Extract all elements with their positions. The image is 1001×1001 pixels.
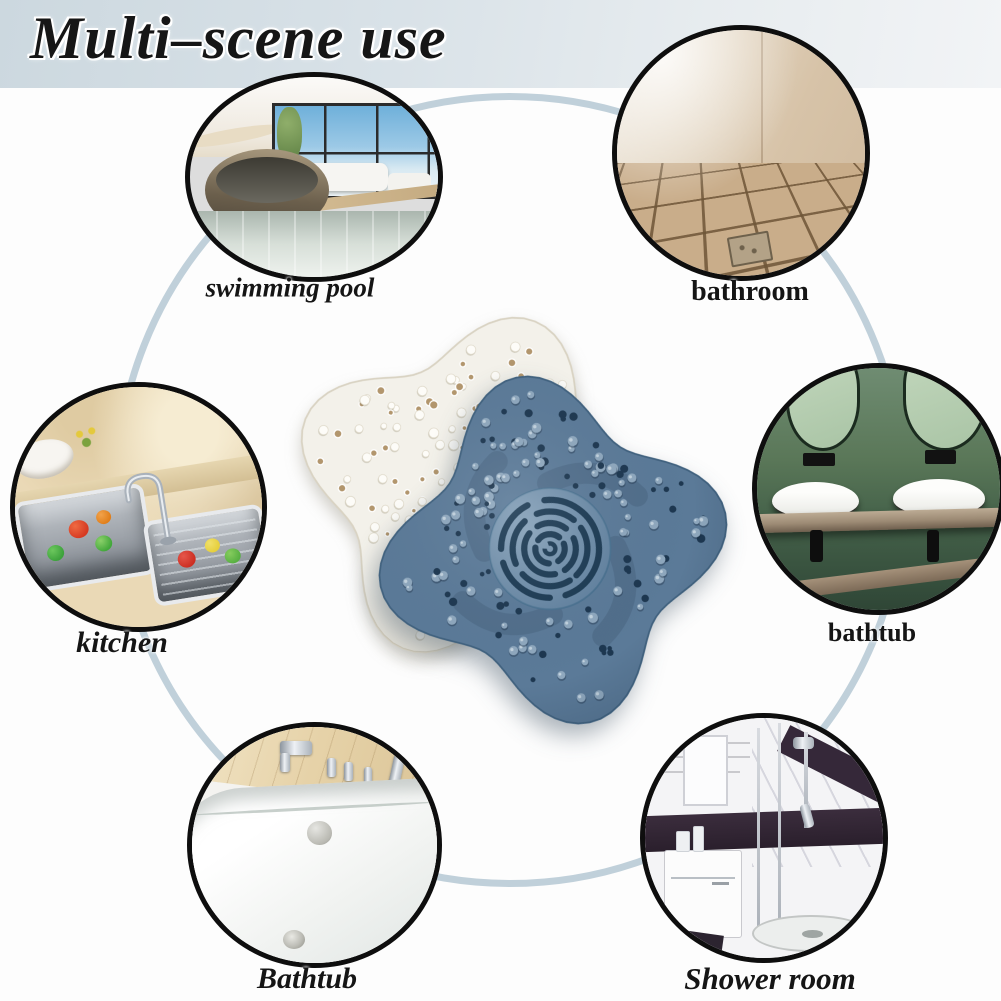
tub-handle-1 xyxy=(326,757,336,777)
page-title: Multi–scene use xyxy=(30,5,447,71)
tub-drain xyxy=(282,929,305,949)
drain-cover-blue xyxy=(366,363,740,737)
shower-tray-drain xyxy=(802,929,823,938)
tub-handle-2 xyxy=(343,762,353,782)
shower-rail xyxy=(804,732,809,829)
vanity-drain-pipe-left xyxy=(810,530,823,562)
cabinet-handle xyxy=(712,882,729,886)
shower-glass-frame-1 xyxy=(756,727,760,939)
shower-head xyxy=(792,737,814,750)
kitchen-flowers xyxy=(69,420,104,455)
bathroom-light-haze xyxy=(617,30,865,276)
vanity-drain-pipe-right xyxy=(927,530,940,562)
tub-faucet-spout xyxy=(280,741,313,756)
vanity-mirror-right xyxy=(902,368,987,452)
cabinet-door-line xyxy=(671,876,736,879)
pool-jacuzzi-water xyxy=(216,157,318,204)
kitchen-photo xyxy=(10,382,267,632)
kitchen-label: kitchen xyxy=(76,626,168,659)
shower-bottle-2 xyxy=(692,826,705,852)
tub-white-bathtub xyxy=(192,776,437,963)
bathtub-vanity-photo xyxy=(752,363,1001,615)
bathtub-right-label: bathtub xyxy=(827,618,917,647)
bathroom-label: bathroom xyxy=(691,276,809,307)
shower-room-label: Shower room xyxy=(684,961,856,996)
kitchen-faucet xyxy=(124,472,177,545)
vanity-faucet-left xyxy=(803,452,835,466)
tub-handle-3 xyxy=(363,767,373,786)
bathroom-photo xyxy=(612,25,870,281)
tub-faucet-drop xyxy=(280,752,290,772)
bathtub-photo xyxy=(187,722,442,968)
shower-glass-frame-2 xyxy=(778,722,782,939)
swimming-pool-label: swimming pool xyxy=(205,272,375,303)
pool-reflective-floor xyxy=(190,211,438,277)
tub-overflow-cap xyxy=(307,821,332,845)
shower-tray xyxy=(752,914,871,953)
bathtub-label: Bathtub xyxy=(256,962,358,995)
swimming-pool-photo xyxy=(185,72,443,282)
vanity-mirror-left xyxy=(786,368,861,452)
kitchen-sink xyxy=(15,444,262,627)
shower-mirror-frame xyxy=(683,734,728,806)
shower-vanity-cabinet xyxy=(664,850,743,939)
vanity-faucet-right xyxy=(924,450,957,464)
shower-room-photo xyxy=(640,713,888,963)
shower-bottle-1 xyxy=(675,830,690,852)
